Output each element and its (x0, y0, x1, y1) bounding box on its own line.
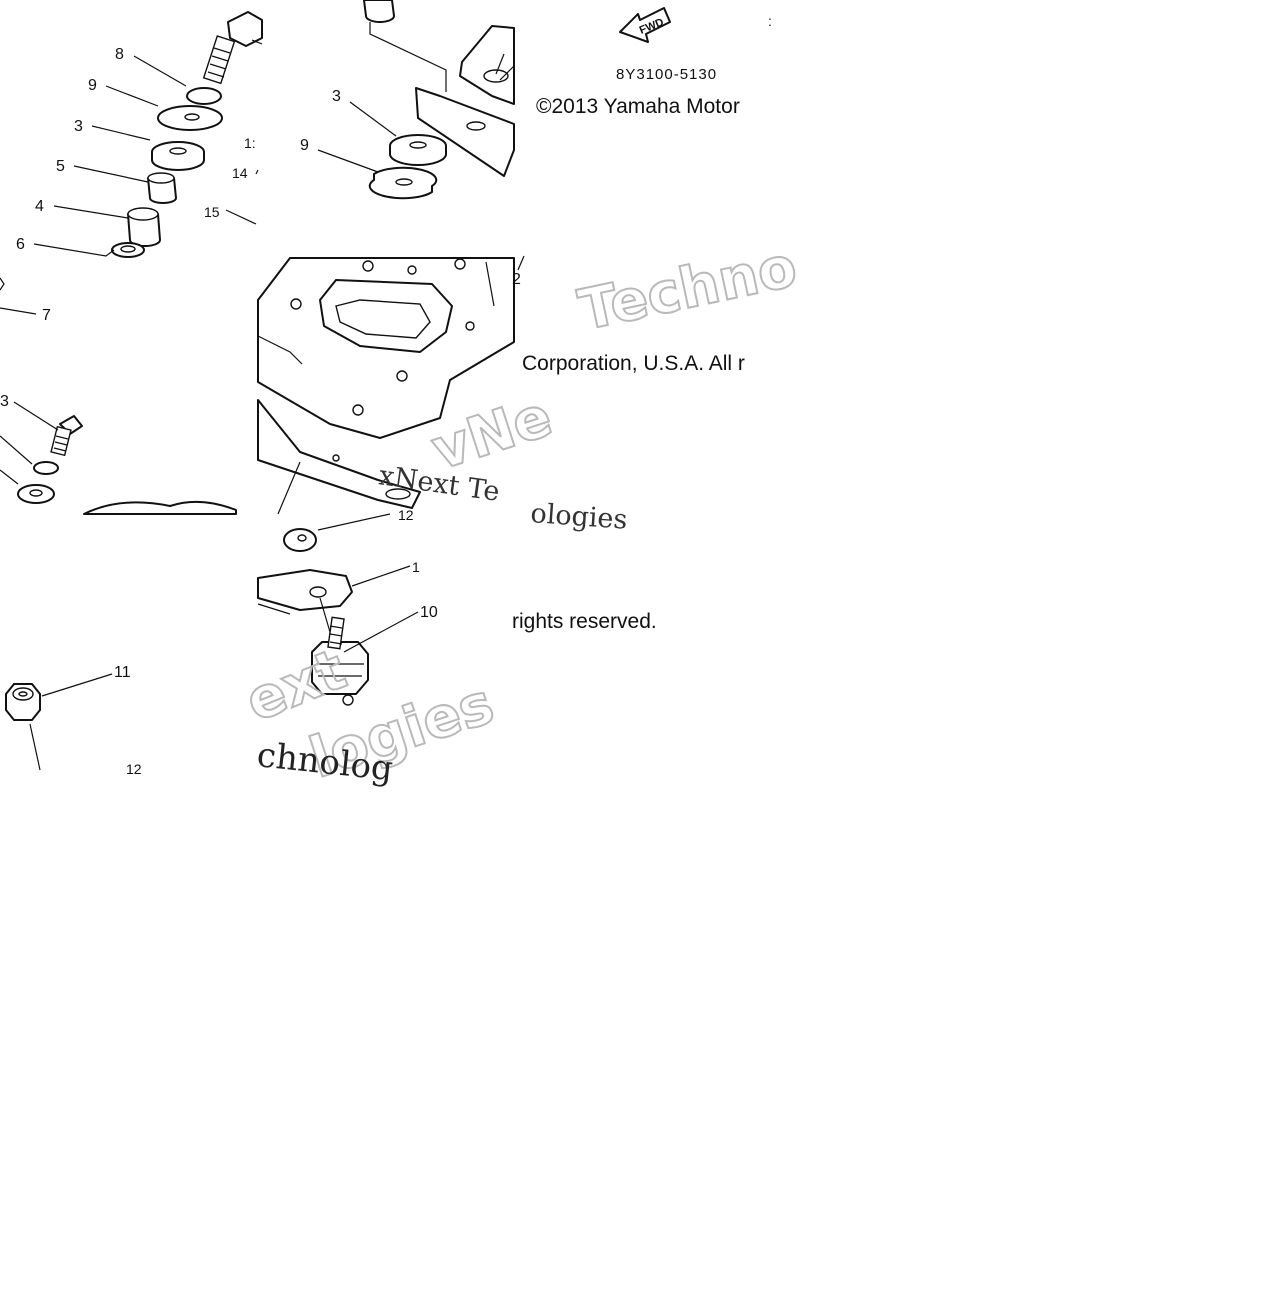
mount-plate (257, 569, 353, 615)
bolt-part (202, 11, 263, 85)
tile-top-left: 8 9 3 5 4 6 7 1: 14 15 (0, 11, 263, 324)
nut-part (5, 683, 41, 721)
copyright-line-2: Corporation, U.S.A. All r (522, 352, 745, 375)
callout-label: 12 (398, 507, 414, 523)
callout-label: 15 (204, 204, 220, 220)
callout-label: 6 (16, 236, 25, 253)
callout-label: 3 (74, 118, 83, 135)
copyright-line-3: rights reserved. (512, 610, 657, 633)
callout-label: 1 (412, 559, 420, 575)
callout-label: 1: (244, 135, 256, 151)
callout-label: 8 (115, 46, 124, 63)
rubber-part-3b (389, 134, 447, 166)
tile-top-right: FWD : 8Y3100-5130 ©2013 Yamaha Motor (536, 7, 772, 118)
callout-label: 2 (512, 271, 521, 288)
callout-label: 4 (35, 198, 44, 215)
bolt-part-small (50, 415, 83, 457)
tile-middle: 2 (257, 255, 525, 515)
tile-lower-middle: 12 1 10 (257, 507, 438, 706)
engine-bed-plate (257, 257, 515, 515)
callout-label: 14 (232, 165, 248, 181)
bracket-part (415, 25, 515, 177)
callout-label: 3 (0, 393, 9, 410)
callout-label: 9 (300, 137, 309, 154)
damper-part (363, 0, 395, 23)
watermark-text: ologies (530, 498, 629, 536)
washer-part-9b (368, 166, 438, 200)
callout-label: 12 (126, 761, 142, 777)
collar-part-5 (147, 172, 177, 204)
tile-top-middle: 3 9 (300, 0, 515, 200)
part-code: 8Y3100-5130 (616, 66, 717, 83)
watermark-text: Techno (573, 234, 802, 343)
callout-label: 10 (420, 604, 438, 621)
collar-part-4 (127, 207, 161, 247)
callout-label: 5 (56, 158, 65, 175)
washer-part-8 (186, 87, 222, 105)
tile-lower-left: 11 12 (5, 664, 142, 777)
fwd-arrow-icon: FWD (619, 7, 671, 43)
callout-label: 3 (332, 88, 341, 105)
svg-text::: : (768, 13, 772, 29)
tile-left-middle: 3 (0, 393, 237, 515)
callout-label: 9 (88, 77, 97, 94)
washer-part-small (33, 461, 59, 475)
damper-mount-part (311, 616, 369, 706)
copyright-line-1: ©2013 Yamaha Motor (536, 95, 740, 118)
callout-label: 7 (42, 307, 51, 324)
rubber-part-3 (151, 141, 205, 171)
callout-label: 11 (114, 664, 131, 681)
